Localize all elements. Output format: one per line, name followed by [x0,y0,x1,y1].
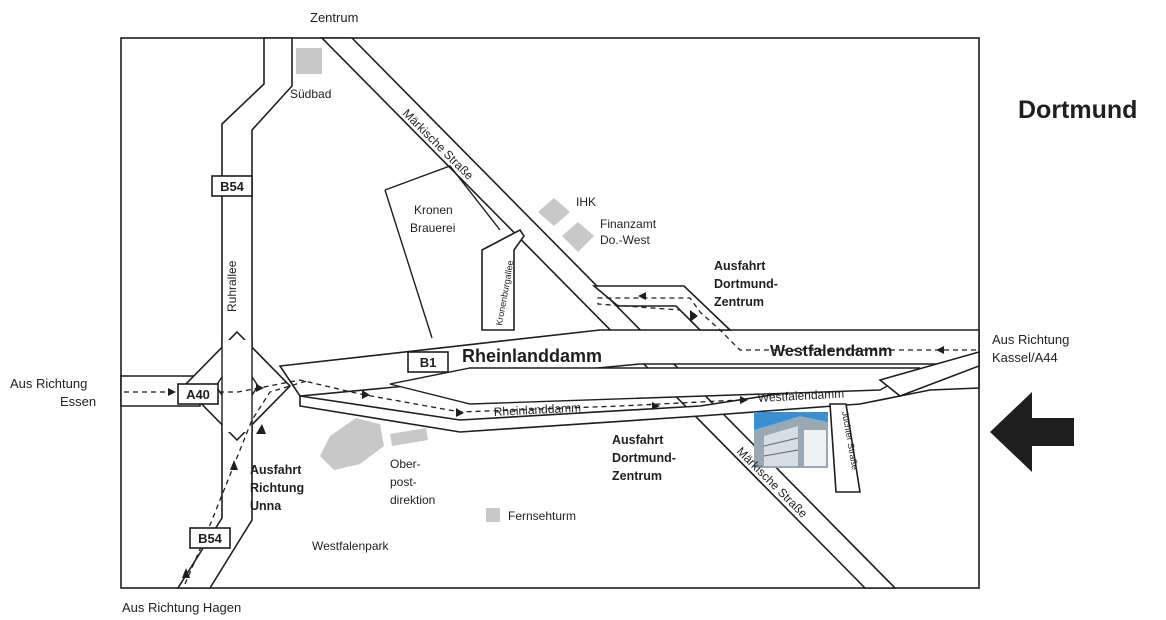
label-zentrum: Zentrum [310,10,358,25]
shield-b1-label: B1 [420,355,437,370]
route-main [210,379,741,413]
exit-top-2: Dortmund- [714,277,778,291]
building-suedbad [296,48,322,74]
direction-arrow-icon [990,392,1074,472]
kronen-boundary [384,165,501,231]
shield-b54-top-label: B54 [220,179,245,194]
road-label-ruhrallee: Ruhrallee [225,260,239,312]
road-westfalendamm [299,365,980,433]
exit-mid-3: Zentrum [612,469,662,483]
exit-mid-2: Dortmund- [612,451,676,465]
building-photo [754,412,828,468]
place-oberpost-3: direktion [390,493,435,507]
label-kassel-2: Kassel/A44 [992,350,1058,365]
route-arrow [256,384,264,392]
road-label-westfalendamm-small: Westfalendamm [757,386,844,405]
label-essen-2: Essen [60,394,96,409]
place-oberpost-2: post- [390,475,417,489]
route-arrow [638,292,646,300]
place-finanzamt-1: Finanzamt [600,217,657,231]
shield-b54-bottom-label: B54 [198,531,223,546]
shield-a40 [177,383,219,405]
building-oberpostdirektion [320,418,384,470]
label-hagen: Aus Richtung Hagen [122,600,241,615]
route-arrow [362,390,370,399]
place-ihk: IHK [576,195,596,209]
road-exit-east [878,350,980,397]
exit-mid-1: Ausfahrt [612,433,664,447]
place-kronen-1: Kronen [414,203,453,217]
route-arrow [168,388,176,396]
road-label-rheinlanddamm-small: Rheinlanddamm [493,400,581,419]
road-juchter-strasse [829,403,861,493]
shield-b1 [407,351,449,373]
road-ruhrallee [176,37,293,589]
exit-unna-1: Ausfahrt [250,463,302,477]
city-title: Dortmund [1018,96,1137,124]
exit-unna-2: Richtung [250,481,304,495]
place-kronen-2: Brauerei [410,221,455,235]
exit-unna-3: Unna [250,499,282,513]
route-arrow [690,310,698,322]
road-label-westfalendamm: Westfalendamm [770,343,892,360]
label-kassel-1: Aus Richtung [992,332,1069,347]
exit-top-3: Zentrum [714,295,764,309]
map-frame [120,37,980,589]
shield-b54-top [211,175,253,197]
road-label-rheinlanddamm: Rheinlanddamm [462,346,602,366]
route-arrow [456,408,464,417]
place-fernsehturm: Fernsehturm [508,509,576,523]
building-ihk [538,198,570,226]
route-arrow [256,424,266,434]
junction-fill [222,340,252,432]
building-finanzamt [562,222,594,252]
route-arrow [740,396,748,404]
road-kronenburgallee [481,228,525,331]
shield-b54-bottom [189,527,231,549]
route-arrow [936,346,944,354]
place-finanzamt-2: Do.-West [600,233,650,247]
place-oberpost-1: Ober- [390,457,421,471]
road-markische-strasse [320,37,897,589]
route-arrow [230,460,238,470]
label-essen-1: Aus Richtung [10,376,87,391]
route-arrow [652,402,660,410]
building-oberpost-annex [390,428,428,446]
place-suedbad: Südbad [290,87,331,101]
building-fernsehturm [486,508,500,522]
route-from-kassel [597,297,976,351]
place-westfalenpark: Westfalenpark [312,539,389,553]
shield-a40-label: A40 [186,387,210,402]
route-arrow [182,568,190,578]
exit-top-1: Ausfahrt [714,259,766,273]
